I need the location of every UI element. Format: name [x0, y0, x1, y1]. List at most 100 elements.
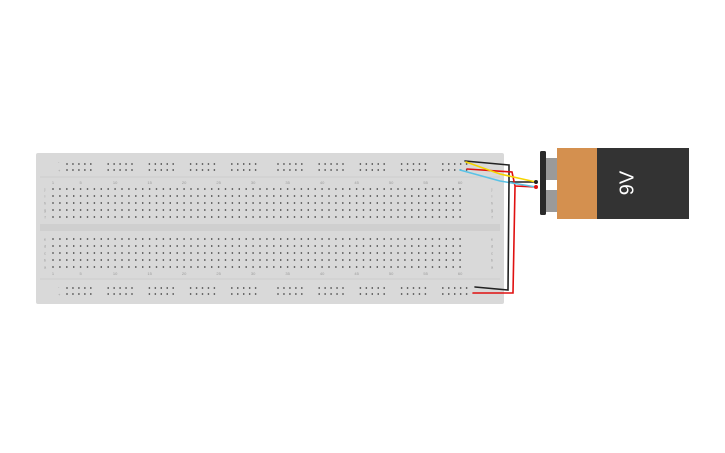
hole-i4[interactable] [73, 195, 75, 197]
hole-b30[interactable] [252, 259, 254, 261]
hole-j48[interactable] [376, 188, 378, 190]
hole-c14[interactable] [142, 252, 144, 254]
rail-hole-2-7[interactable] [113, 287, 115, 289]
hole-d48[interactable] [376, 245, 378, 247]
hole-i7[interactable] [93, 195, 96, 197]
hole-d28[interactable] [238, 245, 240, 247]
hole-b36[interactable] [293, 259, 296, 261]
rail-hole-3-29[interactable] [295, 293, 297, 295]
hole-d5[interactable] [79, 245, 82, 247]
hole-j36[interactable] [293, 188, 296, 190]
rail-hole-2-22[interactable] [237, 287, 239, 289]
hole-i41[interactable] [328, 195, 330, 197]
hole-b2[interactable] [59, 259, 61, 261]
rail-hole-1-21[interactable] [231, 169, 233, 171]
hole-a23[interactable] [204, 266, 206, 268]
hole-e18[interactable] [169, 238, 171, 240]
rail-hole-2-4[interactable] [84, 287, 86, 289]
hole-b58[interactable] [445, 259, 447, 261]
rail-hole-3-40[interactable] [383, 293, 385, 295]
hole-e12[interactable] [128, 238, 130, 240]
hole-f8[interactable] [100, 216, 102, 218]
hole-d33[interactable] [273, 245, 275, 247]
hole-h33[interactable] [273, 202, 275, 204]
rail-hole-0-48[interactable] [454, 163, 456, 165]
rail-hole-0-32[interactable] [324, 163, 326, 165]
hole-b56[interactable] [431, 259, 434, 261]
hole-h46[interactable] [362, 202, 365, 204]
rail-hole-3-24[interactable] [248, 293, 251, 295]
hole-f52[interactable] [404, 216, 406, 218]
hole-e17[interactable] [162, 238, 165, 240]
rail-hole-3-25[interactable] [254, 293, 257, 295]
hole-g29[interactable] [245, 209, 247, 211]
hole-f14[interactable] [142, 216, 144, 218]
hole-h34[interactable] [280, 202, 282, 204]
rail-hole-2-24[interactable] [248, 287, 251, 289]
hole-j4[interactable] [73, 188, 75, 190]
hole-f37[interactable] [300, 216, 303, 218]
hole-j1[interactable] [52, 188, 54, 190]
hole-i3[interactable] [66, 195, 68, 197]
hole-f6[interactable] [86, 216, 89, 218]
hole-g17[interactable] [162, 209, 165, 211]
hole-b45[interactable] [355, 259, 358, 261]
rail-hole-0-4[interactable] [84, 163, 86, 165]
hole-h21[interactable] [190, 202, 192, 204]
hole-i11[interactable] [121, 195, 123, 197]
hole-i26[interactable] [224, 195, 227, 197]
hole-j40[interactable] [321, 188, 323, 190]
hole-f2[interactable] [59, 216, 61, 218]
hole-i1[interactable] [52, 195, 54, 197]
hole-i53[interactable] [411, 195, 413, 197]
rail-hole-3-33[interactable] [330, 293, 332, 295]
hole-g15[interactable] [148, 209, 151, 211]
hole-f48[interactable] [376, 216, 378, 218]
hole-a2[interactable] [59, 266, 61, 268]
hole-g41[interactable] [328, 209, 330, 211]
hole-i30[interactable] [252, 195, 254, 197]
hole-f39[interactable] [314, 216, 316, 218]
hole-i39[interactable] [314, 195, 316, 197]
hole-b9[interactable] [107, 259, 109, 261]
rail-hole-3-18[interactable] [201, 293, 204, 295]
hole-a59[interactable] [452, 266, 454, 268]
hole-h60[interactable] [459, 202, 461, 204]
hole-j5[interactable] [79, 188, 82, 190]
wire-black-top[interactable] [464, 160, 537, 183]
hole-i23[interactable] [204, 195, 206, 197]
hole-a56[interactable] [431, 266, 434, 268]
hole-c9[interactable] [107, 252, 109, 254]
hole-e20[interactable] [183, 238, 185, 240]
hole-c38[interactable] [307, 252, 309, 254]
hole-j30[interactable] [252, 188, 254, 190]
hole-a10[interactable] [114, 266, 116, 268]
wire-yellow[interactable] [465, 161, 537, 183]
hole-d39[interactable] [314, 245, 316, 247]
hole-a14[interactable] [142, 266, 144, 268]
rail-hole-2-44[interactable] [418, 287, 421, 289]
hole-c22[interactable] [197, 252, 199, 254]
hole-e3[interactable] [66, 238, 68, 240]
wire-red-bottom[interactable] [472, 186, 516, 294]
rail-hole-3-39[interactable] [377, 293, 379, 295]
rail-hole-3-20[interactable] [213, 293, 216, 295]
hole-f15[interactable] [148, 216, 151, 218]
hole-a36[interactable] [293, 266, 296, 268]
hole-a25[interactable] [217, 266, 220, 268]
hole-j13[interactable] [135, 188, 137, 190]
hole-e52[interactable] [404, 238, 406, 240]
wire-black-bottom[interactable] [474, 181, 510, 291]
hole-j28[interactable] [238, 188, 240, 190]
hole-b46[interactable] [362, 259, 365, 261]
rail-hole-2-9[interactable] [125, 287, 127, 289]
hole-c21[interactable] [190, 252, 192, 254]
hole-f20[interactable] [183, 216, 185, 218]
rail-hole-0-37[interactable] [365, 163, 368, 165]
hole-a20[interactable] [183, 266, 185, 268]
hole-e42[interactable] [335, 238, 337, 240]
rail-hole-3-32[interactable] [324, 293, 326, 295]
hole-f58[interactable] [445, 216, 447, 218]
rail-hole-3-30[interactable] [301, 293, 303, 295]
hole-i46[interactable] [362, 195, 365, 197]
